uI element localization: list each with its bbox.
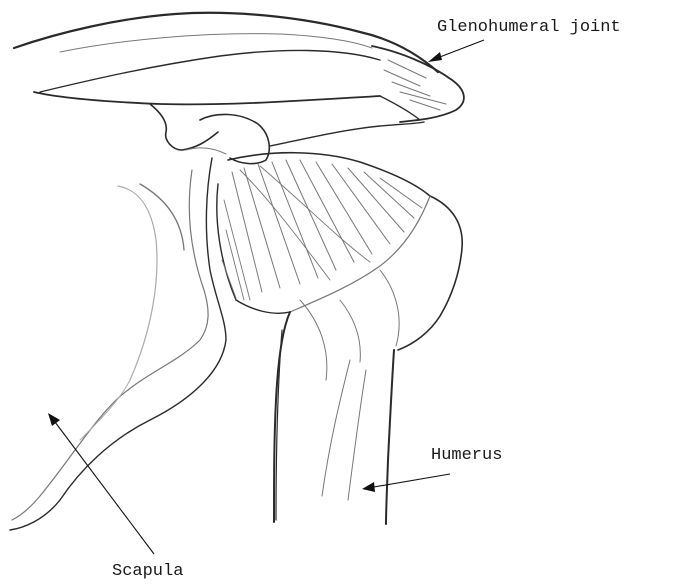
clavicle-acromion xyxy=(14,13,464,122)
humerus-label: Humerus xyxy=(431,447,502,464)
arrow-humerus xyxy=(362,474,450,492)
glenohumeral-joint-label: Glenohumeral joint xyxy=(437,19,621,36)
scapula-label: Scapula xyxy=(112,563,183,580)
arrow-glenohumeral xyxy=(428,40,484,62)
coracoid-process xyxy=(150,104,424,164)
humerus-bone xyxy=(274,196,462,524)
scapula-bone xyxy=(10,158,226,530)
rotator-cuff-muscle xyxy=(217,153,430,314)
arrow-scapula xyxy=(48,413,154,554)
